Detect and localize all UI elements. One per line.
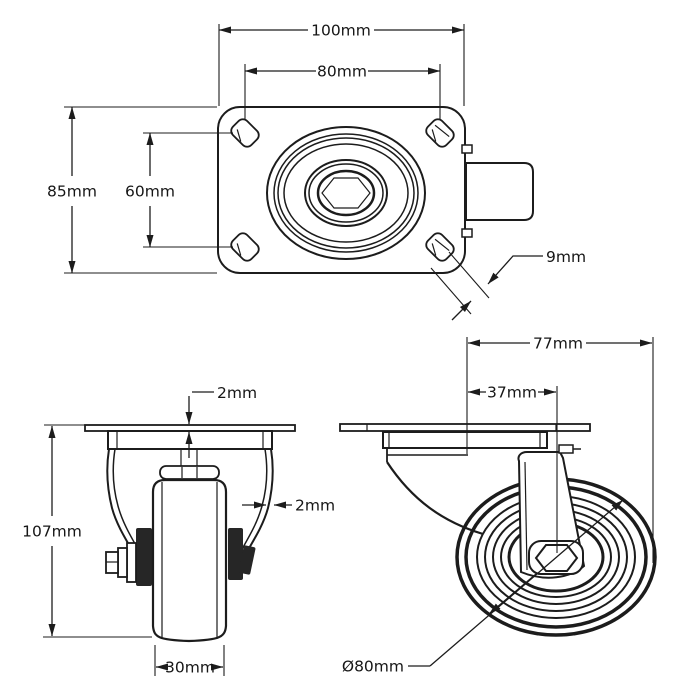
bolt-slot-top-left [230,118,260,148]
dim-plate-thickness: 2mm [185,384,257,458]
fork-end-piece-right [238,545,256,575]
dim-swivel-offset-label: 37mm [487,384,537,402]
top-plate-tab-lower [461,228,473,238]
extension-line [448,251,490,299]
fork-strut-tab [558,444,574,454]
fork-strut-inner-line [524,461,528,571]
dim-wheel-diameter: Ø80mm [342,499,624,676]
dim-fork-thickness-label: 2mm [295,497,335,515]
housing-inner-line [388,432,541,448]
dim-overall-length-label: 77mm [533,335,583,353]
dim-bolt-spacing-v-label: 60mm [125,183,175,201]
axle-washer [117,547,128,578]
bearing-spacer [159,465,220,480]
bolt-slot-bottom-right [425,232,455,262]
top-view: 100mm 80mm 85mm 60mm [47,22,586,321]
ring [273,133,419,253]
bearing-spacer-dividers [181,467,198,478]
dim-overall-length: 77mm [466,335,654,563]
diameter-arrow [488,573,537,615]
dim-arrow [451,300,472,321]
dim-plate-thickness-label: 2mm [217,384,257,402]
front-swivel-housing [107,430,273,450]
dim-wheel-diameter-label: Ø80mm [342,658,404,676]
fork-end-plate-right [228,528,243,580]
front-wheel [151,478,228,643]
dim-fork-thickness: 2mm [242,497,335,515]
plate-bend-lines [366,424,557,431]
dim-swivel-offset: 37mm [467,384,558,553]
ring [304,159,388,227]
dim-bolt-spacing-v: 60mm [125,132,233,248]
side-swivel-housing [382,431,548,449]
dim-bolt-spacing-h: 80mm [244,63,441,120]
dim-plate-width: 100mm [218,22,465,106]
center-bore-hex [321,177,371,209]
top-plate-tab-upper [461,144,473,154]
side-plate [339,423,591,432]
dim-plate-height-label: 85mm [47,183,97,201]
axle-washer-outer [126,542,137,583]
dim-bolt-spacing-h-label: 80mm [317,63,367,81]
dim-wheel-width-label: 30mm [165,659,215,677]
bolt-slot-bottom-left [230,232,260,262]
front-view: 107mm 2mm 2mm 30mm [22,384,335,677]
dim-slot-width: 9mm [430,248,586,321]
dim-plate-width-label: 100mm [311,22,371,40]
center-bore [316,169,376,217]
fork-end-plate-left [136,528,152,586]
leader-line [487,255,543,285]
bolt-slot-top-right [425,118,455,148]
ring [277,137,415,249]
fork-curved-leg [386,461,484,536]
dim-overall-height: 107mm [22,424,152,638]
ring [283,143,409,243]
dim-slot-width-label: 9mm [546,248,586,266]
dim-wheel-width: 30mm [154,645,225,677]
ring [266,126,426,260]
kingpin-lines [180,449,198,466]
diameter-line [429,499,624,667]
top-wheel-profile [465,162,534,221]
dim-overall-height-label: 107mm [22,523,82,541]
ring [308,163,384,223]
top-swivel-rings [266,126,426,260]
dim-plate-height: 85mm [47,106,217,274]
side-view: 77mm 37mm Ø80mm [339,335,657,676]
